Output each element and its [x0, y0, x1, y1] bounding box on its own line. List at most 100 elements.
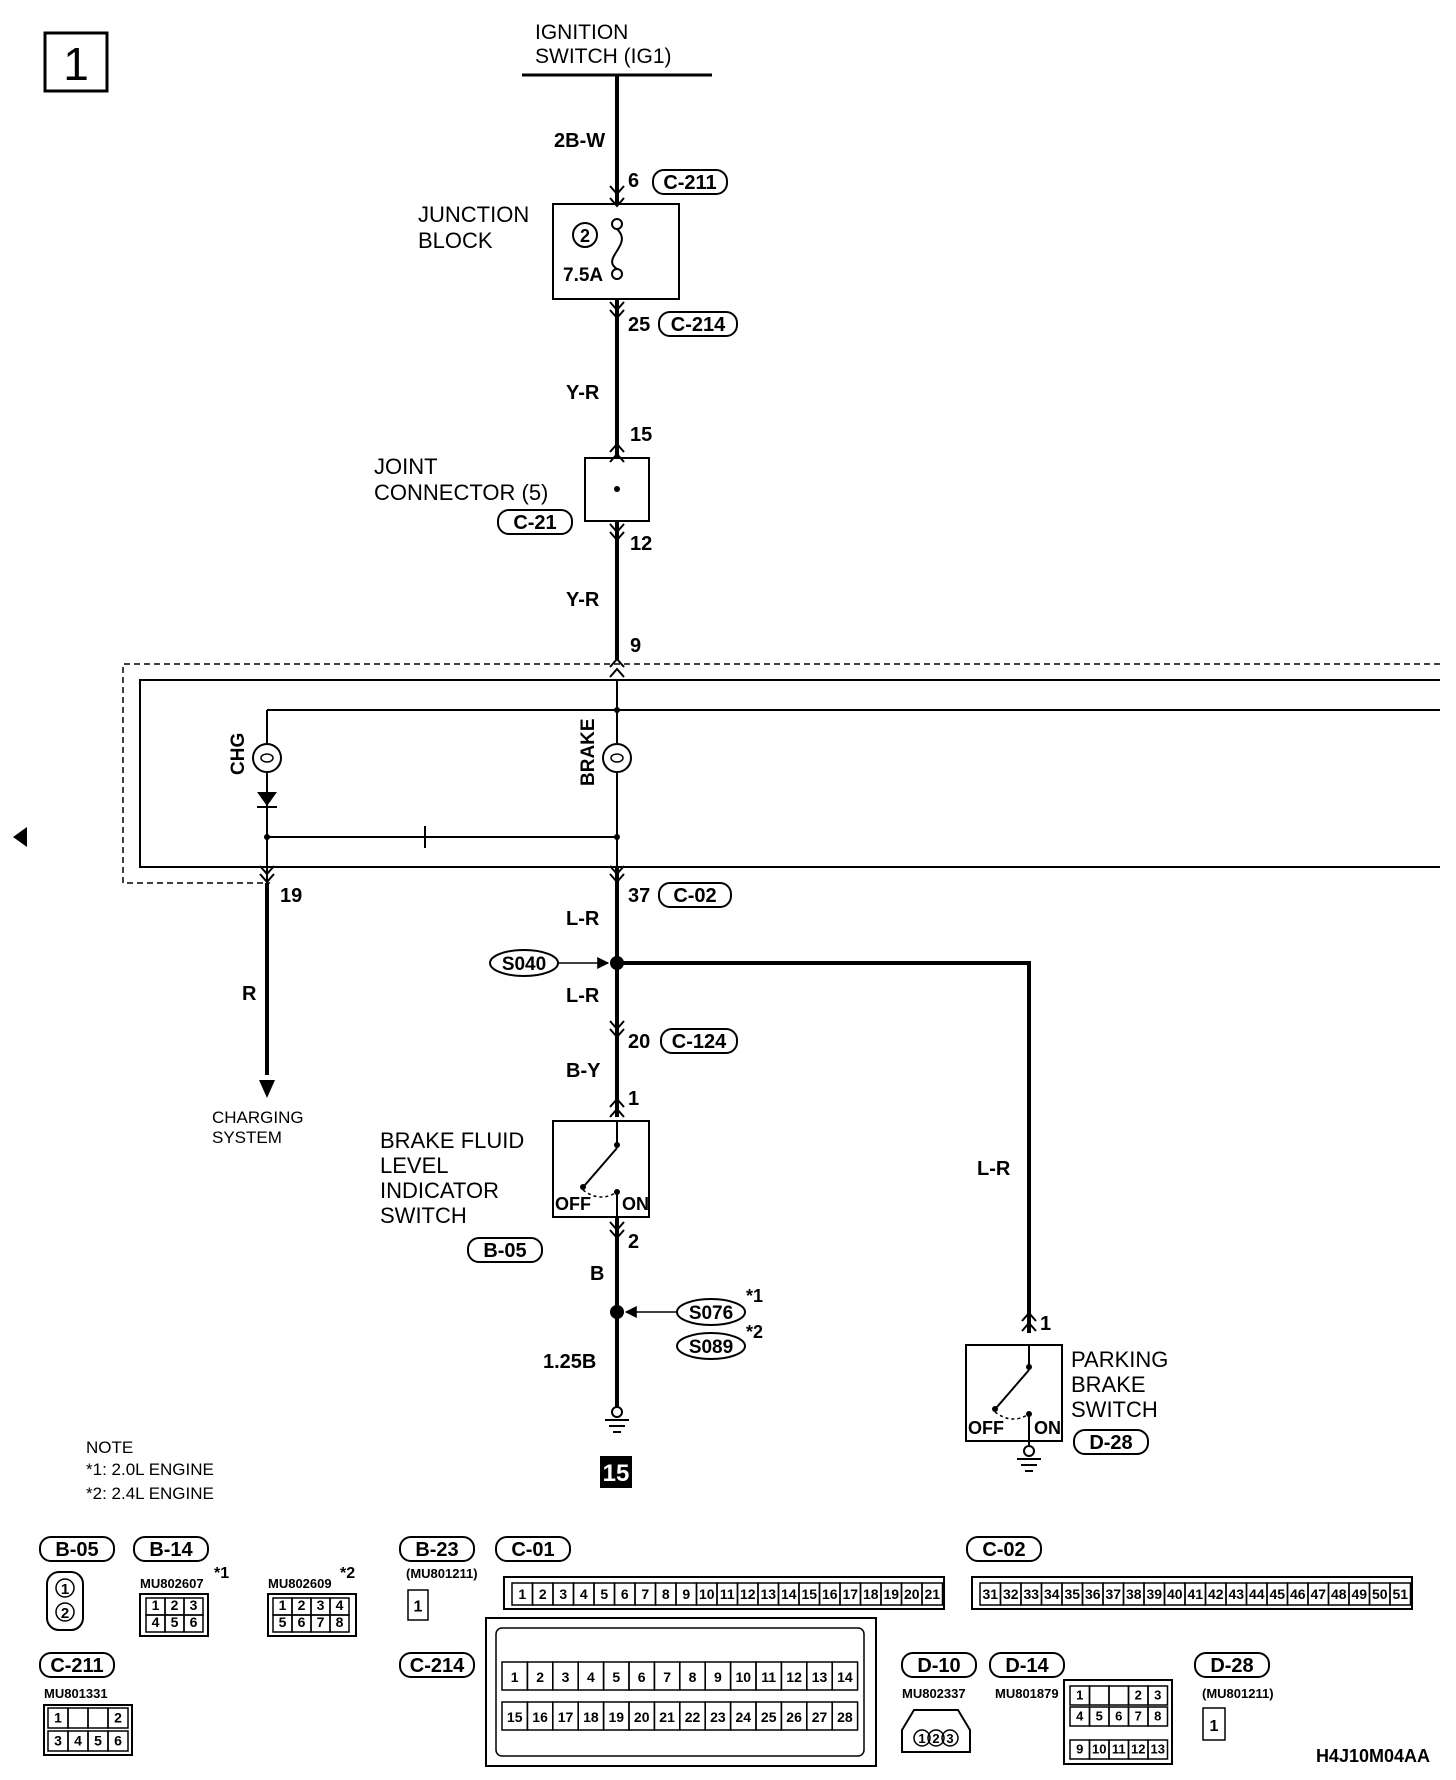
- connector-pin: 6: [298, 1614, 306, 1630]
- connector-pin: 20: [634, 1709, 650, 1725]
- tag-c02: C-02: [658, 882, 732, 908]
- connector-pin: 10: [699, 1586, 715, 1602]
- chg-lamp-icon: [252, 743, 282, 773]
- connector-pin: 1: [1076, 1688, 1083, 1703]
- tag-d10-view-label: D-10: [917, 1655, 960, 1677]
- connector-pin: 10: [1092, 1742, 1106, 1757]
- connector-pin: 8: [689, 1669, 697, 1685]
- connector-b14-a: [139, 1593, 209, 1637]
- connector-pin: 8: [1154, 1709, 1161, 1724]
- tag-c214-view: C-214: [399, 1652, 475, 1678]
- wire-color-r: R: [242, 983, 257, 1005]
- tag-b14-view-label: B-14: [149, 1539, 193, 1561]
- connector-pin: 35: [1064, 1586, 1080, 1602]
- brake-fluid-switch: BRAKE FLUID LEVEL INDICATOR SWITCH B-05 …: [380, 1120, 650, 1263]
- connector-pin: 43: [1228, 1586, 1244, 1602]
- bf-off: OFF: [555, 1194, 591, 1214]
- connector-pin: 3: [1154, 1688, 1161, 1703]
- switch-contact-icon: [580, 1121, 620, 1217]
- connector-pin: 31: [982, 1586, 998, 1602]
- connector-pin: 39: [1146, 1586, 1162, 1602]
- connector-pin: 5: [171, 1614, 179, 1630]
- connector-pin: 23: [710, 1709, 726, 1725]
- connector-pin: 1: [1210, 1718, 1219, 1735]
- connector-pin: 2: [1135, 1688, 1142, 1703]
- connector-b14-b: [267, 1593, 357, 1637]
- connector-pin: 19: [883, 1586, 899, 1602]
- tag-c211-view: C-211: [39, 1652, 115, 1678]
- pb-on: ON: [1034, 1418, 1061, 1438]
- svg-text:S089: S089: [689, 1337, 733, 1358]
- connector-pin: 6: [638, 1669, 646, 1685]
- connector-pin: 3: [562, 1669, 570, 1685]
- tag-c02-view: C-02: [966, 1536, 1042, 1562]
- bf-label-3: INDICATOR: [380, 1178, 499, 1203]
- parking-brake-wire: [617, 961, 1031, 1333]
- connector-pin: 6: [621, 1586, 629, 1602]
- tag-b23-view-label: B-23: [415, 1539, 458, 1561]
- tag-c214-view-label: C-214: [410, 1655, 465, 1677]
- connector-pin: 33: [1023, 1586, 1039, 1602]
- junction-block-label-2: BLOCK: [418, 228, 493, 253]
- pin-c124: 20: [628, 1031, 650, 1053]
- connector-pin: 42: [1208, 1586, 1224, 1602]
- ground-icon: [605, 1406, 629, 1433]
- connector-pin: 28: [837, 1709, 853, 1725]
- svg-text:*1: *1: [746, 1286, 763, 1306]
- connector-pin: 49: [1351, 1586, 1367, 1602]
- chg-lamp-label: CHG: [228, 733, 249, 775]
- pin-pb-in: 1: [1040, 1313, 1051, 1335]
- connector-pin: 4: [580, 1586, 588, 1602]
- junction-block-label-1: JUNCTION: [418, 202, 529, 227]
- connector-pin: 47: [1310, 1586, 1326, 1602]
- connector-pin: 46: [1290, 1586, 1306, 1602]
- c211-part: MU801331: [44, 1686, 108, 1701]
- connector-pin: 3: [317, 1597, 325, 1613]
- svg-text:S040: S040: [502, 954, 546, 975]
- connector-pin: 3: [559, 1586, 567, 1602]
- brake-lamp-label: BRAKE: [578, 718, 599, 786]
- wire-color-2b-w: 2B-W: [554, 130, 605, 152]
- connector-pin: 5: [612, 1669, 620, 1685]
- connector-pin: 44: [1249, 1586, 1265, 1602]
- pb-label-2: BRAKE: [1071, 1372, 1146, 1397]
- tag-b14-view: B-14: [133, 1536, 209, 1562]
- connector-pin: 4: [152, 1614, 160, 1630]
- fuse-number: 2: [580, 226, 590, 246]
- ground-reference: 15: [600, 1456, 632, 1488]
- svg-text:C-211: C-211: [663, 172, 716, 194]
- connector-pin: 10: [736, 1669, 752, 1685]
- wire-color-y-r-1: Y-R: [566, 382, 600, 404]
- connector-pin: 1: [279, 1597, 287, 1613]
- pin-c211: 6: [628, 170, 639, 192]
- connector-pin: 24: [736, 1709, 752, 1725]
- bf-label-4: SWITCH: [380, 1203, 467, 1228]
- connector-pin: 12: [1131, 1742, 1145, 1757]
- connector-pin: 19: [609, 1709, 625, 1725]
- wire-color-y-r-2: Y-R: [566, 589, 600, 611]
- connector-pin: 5: [1096, 1709, 1103, 1724]
- tag-d10-view: D-10: [901, 1652, 977, 1678]
- charging-system-label-2: SYSTEM: [212, 1128, 282, 1147]
- connector-pin: 15: [507, 1709, 523, 1725]
- tag-b05-view-label: B-05: [55, 1539, 98, 1561]
- connector-pin: 12: [786, 1669, 802, 1685]
- tag-d28-view: D-28: [1194, 1652, 1270, 1678]
- tag-c21-label: C-21: [513, 512, 556, 534]
- connector-pin: 12: [740, 1586, 756, 1602]
- connector-pin: 9: [682, 1586, 690, 1602]
- connector-pin: 11: [1112, 1742, 1126, 1757]
- connector-pin: 2: [61, 1605, 69, 1622]
- connector-pin: 9: [1076, 1742, 1083, 1757]
- connector-c214: [485, 1617, 877, 1767]
- connector-pin: 5: [600, 1586, 608, 1602]
- svg-text:C-02: C-02: [673, 885, 716, 907]
- tag-d28: [1073, 1429, 1149, 1455]
- connector-pin: 17: [558, 1709, 574, 1725]
- connector-pin: 16: [532, 1709, 548, 1725]
